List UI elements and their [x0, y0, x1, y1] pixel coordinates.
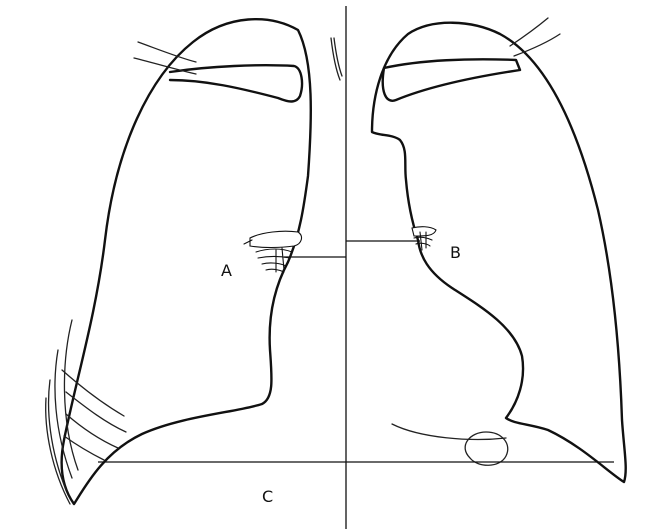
- left-clavicle: [383, 59, 520, 100]
- left-lung-outline: [372, 23, 626, 482]
- right-clavicle: [170, 65, 302, 101]
- left-lung: [372, 18, 626, 482]
- right-lung: [46, 19, 311, 504]
- label-a: A: [221, 261, 232, 280]
- hilum-b: [412, 227, 436, 250]
- label-c: C: [262, 487, 273, 506]
- trachea-marks: [331, 38, 342, 80]
- right-lung-outline: [62, 19, 311, 504]
- label-b: B: [450, 243, 461, 262]
